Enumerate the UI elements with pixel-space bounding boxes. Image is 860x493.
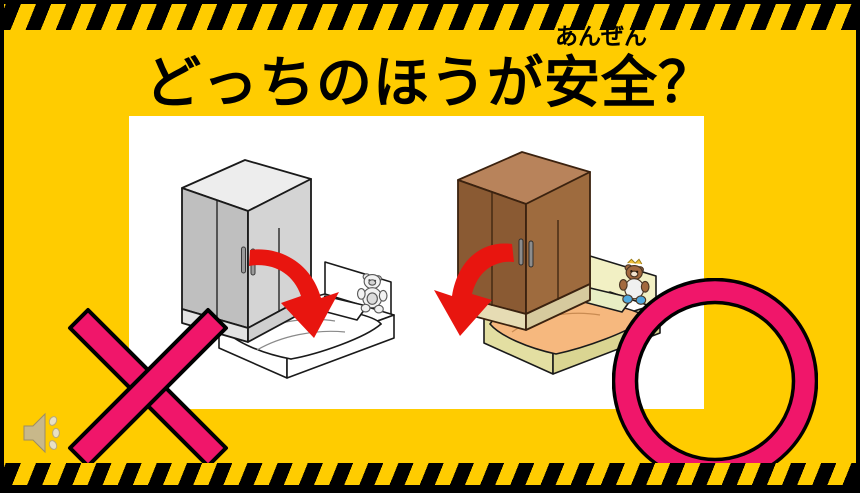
teddy-bear-gray: [356, 273, 388, 314]
arrow-toward-bed: [249, 249, 339, 338]
scene-safe[interactable]: [414, 116, 704, 409]
teddy-bear-colored: [618, 258, 650, 305]
frame-bottom-cap: [4, 485, 856, 489]
circle-mark-icon: [612, 278, 818, 484]
o-mark-safe[interactable]: [612, 278, 818, 484]
title-question-mark: ？: [658, 51, 715, 116]
scene-unsafe[interactable]: [129, 116, 419, 409]
illustration-panel: [129, 116, 704, 409]
title-kanji-with-ruby: あんぜん安全: [544, 26, 658, 112]
speaker-icon: [23, 412, 60, 454]
page-title: どっちのほうがあんぜん安全？: [145, 26, 715, 114]
x-mark-icon: [68, 308, 228, 468]
hazard-stripe-bottom: [4, 463, 856, 489]
quiz-card: どっちのほうがあんぜん安全？: [4, 4, 856, 489]
title-lead-text: どっちのほうが: [145, 51, 544, 116]
hazard-stripe-top: [4, 4, 856, 30]
audio-play-button[interactable]: [18, 406, 76, 460]
x-mark-unsafe[interactable]: [60, 300, 236, 476]
title-kanji: 安全: [544, 51, 658, 116]
page-title-container: どっちのほうがあんぜん安全？: [4, 26, 856, 114]
arrow-away-from-bed: [434, 243, 514, 336]
